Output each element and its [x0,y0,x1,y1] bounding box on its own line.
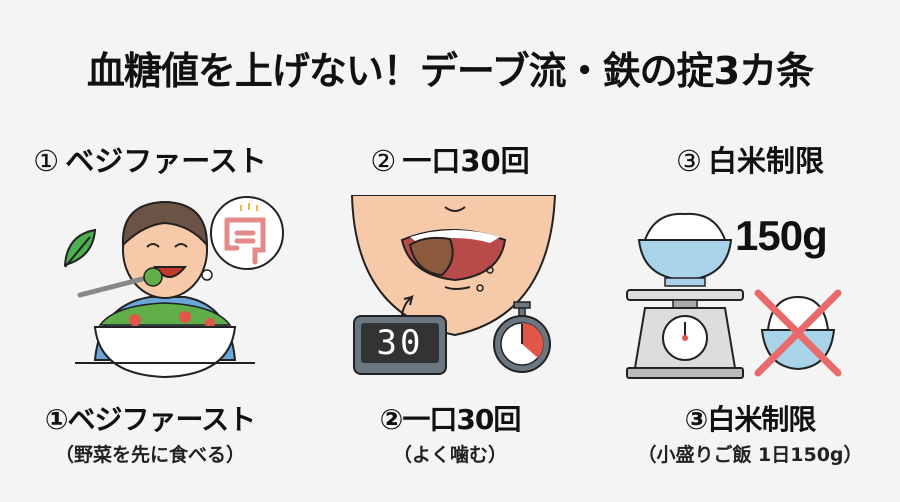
rule-3-subcaption: （小盛りご飯 1日150g） [637,444,863,466]
digital-counter-display: 30 [353,315,447,375]
intestine-thought-bubble-icon [201,196,284,281]
rule-1-subcaption: （野菜を先に食べる） [54,444,245,466]
rule-2-caption: ②一口30回 [379,403,522,436]
page-title: 血糖値を上げない！デーブ流・鉄の掟3カ条 [86,49,814,93]
rule-1-caption: ①ベジファースト [44,403,256,436]
stopwatch-icon [493,301,551,373]
crossed-out-rice-bowl-icon [754,289,842,377]
chewing-mouth-icon [350,195,557,337]
leaf-icon [63,228,97,268]
boy-eating-salad-icon [63,196,284,379]
counter-screen: 30 [361,323,439,363]
rule-2-subcaption: （よく噛む） [392,444,507,466]
rice-scale-icon [626,212,744,379]
weight-label: 150g [735,212,828,259]
rule-3-caption: ③白米制限 [684,403,817,436]
